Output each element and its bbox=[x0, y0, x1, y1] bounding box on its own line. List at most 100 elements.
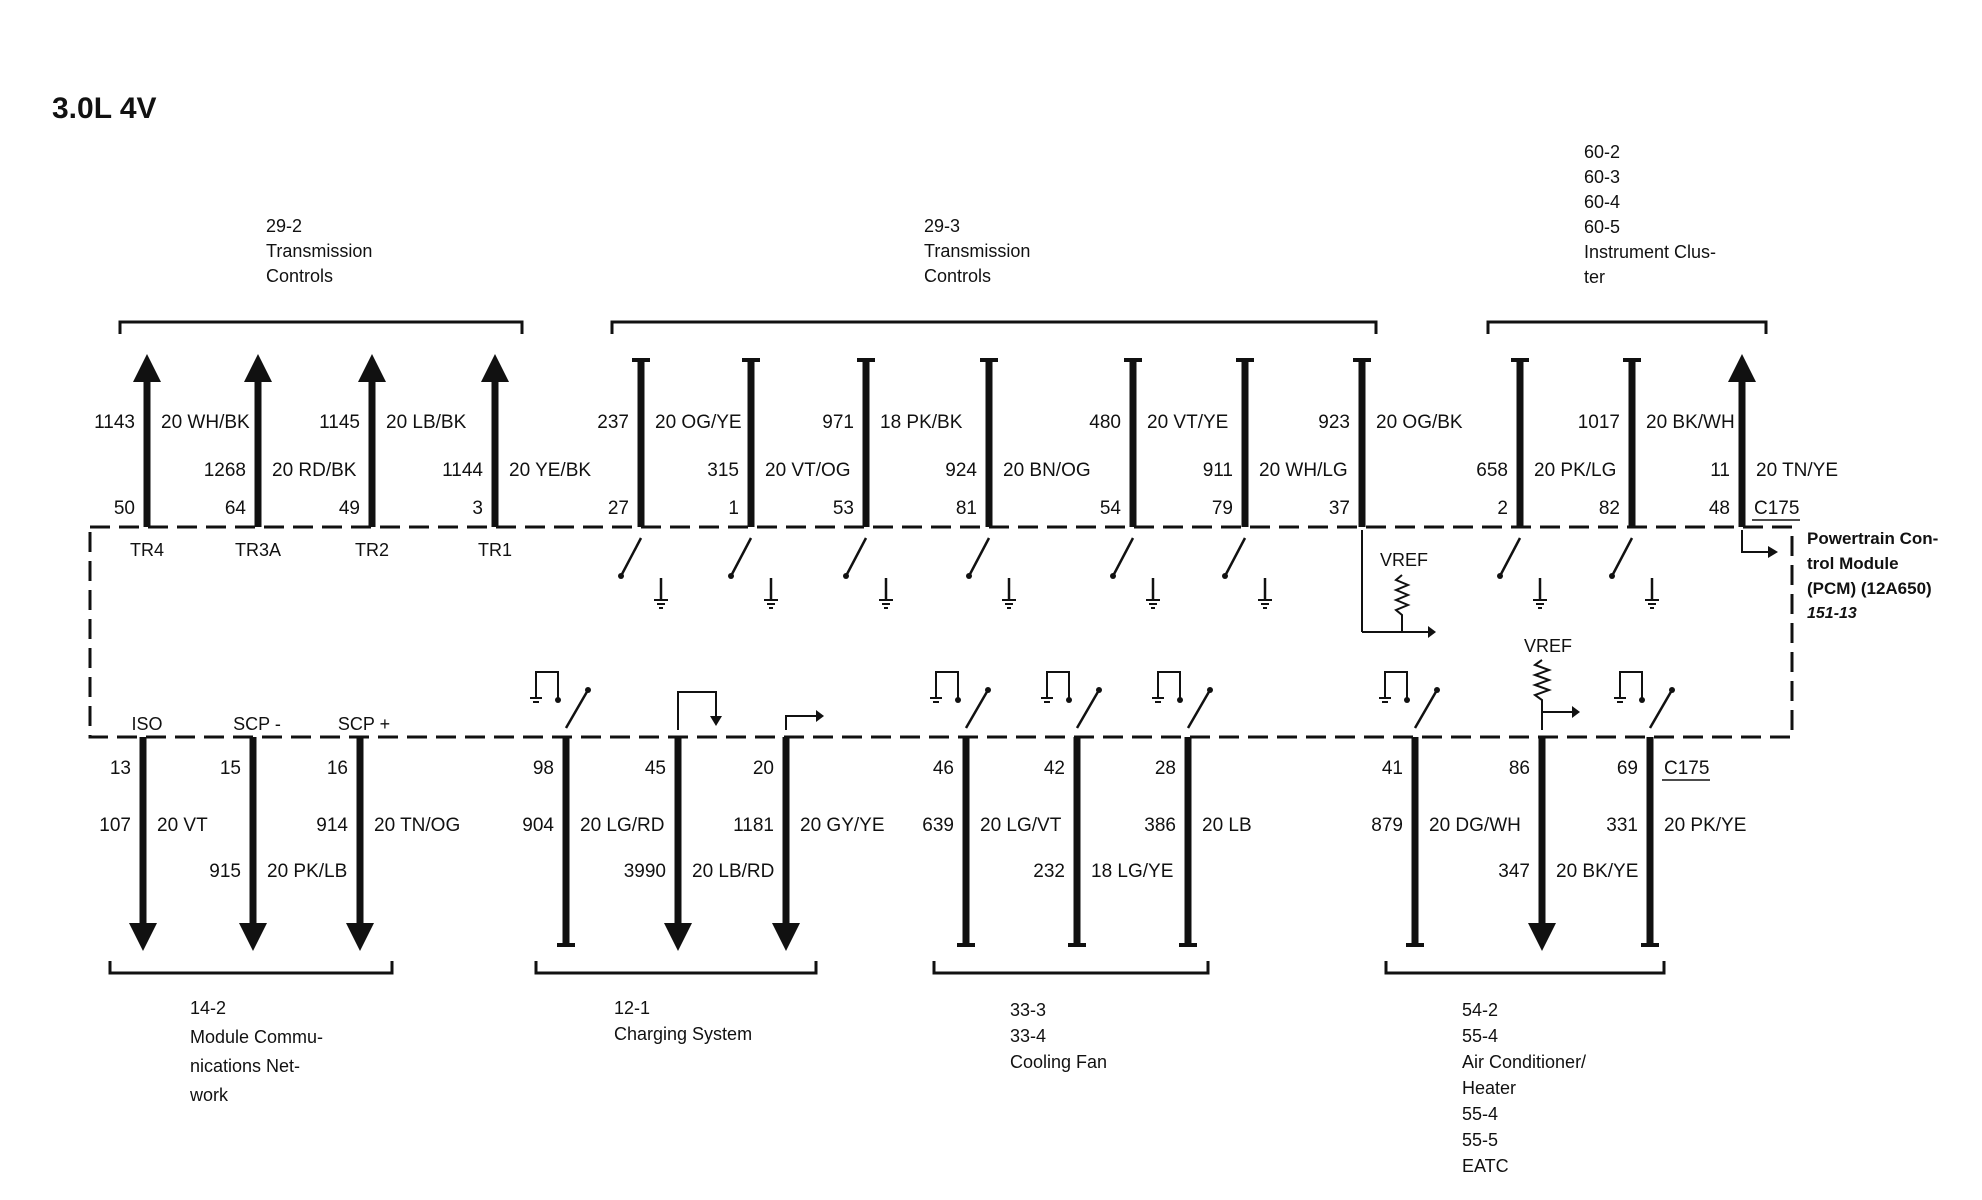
vref-arrow-icon bbox=[1428, 626, 1436, 638]
ground-icon bbox=[1002, 599, 1016, 609]
input-arrow-icon bbox=[710, 716, 722, 726]
group-label-line: 14-2 bbox=[190, 998, 226, 1018]
pin-number: 69 bbox=[1617, 758, 1638, 779]
vref-arrow-icon bbox=[1572, 706, 1580, 718]
wire-color: 20 OG/BK bbox=[1376, 412, 1463, 433]
pin-number: 27 bbox=[608, 498, 629, 519]
circuit-number: 658 bbox=[1476, 460, 1508, 481]
wire-color: 18 LG/YE bbox=[1091, 861, 1173, 882]
signal-name: TR2 bbox=[355, 540, 389, 560]
pin-number: 82 bbox=[1599, 498, 1620, 519]
bottom-wire-42: 232 18 LG/YE 42 bbox=[1033, 671, 1173, 947]
ground-icon bbox=[654, 599, 668, 609]
pin-number: 3 bbox=[472, 498, 483, 519]
wire-color: 20 YE/BK bbox=[509, 460, 591, 481]
circuit-number: 232 bbox=[1033, 861, 1065, 882]
group-label-line: 55-4 bbox=[1462, 1104, 1498, 1124]
ground-icon bbox=[764, 599, 778, 609]
circuit-number: 237 bbox=[597, 412, 629, 433]
wire-color: 20 VT/YE bbox=[1147, 412, 1228, 433]
ground-icon bbox=[879, 599, 893, 609]
wire-color: 20 LB bbox=[1202, 815, 1252, 836]
wire-color: 20 LB/RD bbox=[692, 861, 774, 882]
relay-lead bbox=[1384, 671, 1408, 698]
switch-contact bbox=[985, 687, 991, 693]
group-labels: 29-2TransmissionControls29-3Transmission… bbox=[189, 142, 1716, 1176]
circuit-number: 1017 bbox=[1578, 412, 1620, 433]
group-label-line: 12-1 bbox=[614, 998, 650, 1018]
resistor-icon bbox=[1532, 659, 1552, 730]
connector-c175-bottom: C175 bbox=[1662, 758, 1710, 781]
switch-arm bbox=[1498, 537, 1522, 577]
circuit-number: 331 bbox=[1606, 815, 1638, 836]
wire-color: 20 WH/LG bbox=[1259, 460, 1348, 481]
group-label-line: Cooling Fan bbox=[1010, 1052, 1107, 1072]
group-label-line: Controls bbox=[266, 266, 333, 286]
pin-number: 28 bbox=[1155, 758, 1176, 779]
circuit-number: 1145 bbox=[319, 412, 360, 433]
pin-number: 42 bbox=[1044, 758, 1065, 779]
connector-label: C175 bbox=[1664, 758, 1709, 779]
ground-icon bbox=[1614, 697, 1626, 703]
group-label-line: work bbox=[189, 1085, 229, 1105]
circuit-number: 107 bbox=[99, 815, 131, 836]
relay-lead bbox=[935, 671, 959, 698]
switch-contact bbox=[1207, 687, 1213, 693]
group-label-line: 54-2 bbox=[1462, 1000, 1498, 1020]
group-label-line: Air Conditioner/ bbox=[1462, 1052, 1586, 1072]
pcm-module-outline bbox=[88, 525, 1794, 739]
ground-icon bbox=[1379, 697, 1391, 703]
switch-contact bbox=[1434, 687, 1440, 693]
ground-icon bbox=[1258, 599, 1272, 609]
signal-name: TR1 bbox=[478, 540, 512, 560]
circuit-number: 480 bbox=[1089, 412, 1121, 433]
group-braces bbox=[108, 320, 1768, 975]
pin-number: 2 bbox=[1497, 498, 1508, 519]
group-label-line: Controls bbox=[924, 266, 991, 286]
wire-color: 20 PK/LB bbox=[267, 861, 347, 882]
circuit-number: 923 bbox=[1318, 412, 1350, 433]
switch-arm bbox=[729, 537, 753, 577]
switch-arm bbox=[1648, 689, 1674, 729]
switch-arm bbox=[619, 537, 643, 577]
pcm-module-label: Powertrain Con- trol Module (PCM) (12A65… bbox=[1807, 529, 1938, 622]
switch-arm bbox=[844, 537, 868, 577]
signal-name: SCP - bbox=[233, 714, 281, 734]
wire-color: 20 BN/OG bbox=[1003, 460, 1091, 481]
bottom-brace-3 bbox=[932, 961, 1210, 975]
resistor-icon bbox=[1393, 574, 1411, 632]
ground-icon bbox=[930, 697, 942, 703]
wire-color: 20 RD/BK bbox=[272, 460, 357, 481]
bottom-brace-1 bbox=[108, 961, 394, 975]
pin-number: 37 bbox=[1329, 498, 1350, 519]
group-label-line: Heater bbox=[1462, 1078, 1516, 1098]
circuit-number: 1143 bbox=[94, 412, 135, 433]
pin-number: 45 bbox=[645, 758, 666, 779]
group-label-line: 33-4 bbox=[1010, 1026, 1046, 1046]
switch-arm bbox=[964, 689, 990, 729]
relay-contact bbox=[1066, 697, 1072, 703]
switch-arm bbox=[1610, 537, 1634, 577]
circuit-number: 639 bbox=[922, 815, 954, 836]
ground-icon bbox=[1146, 599, 1160, 609]
group-label-line: Transmission bbox=[266, 241, 372, 261]
relay-lead bbox=[535, 671, 559, 698]
switch-contact bbox=[1609, 573, 1615, 579]
wire-color: 20 TN/OG bbox=[374, 815, 460, 836]
connector-label: C175 bbox=[1754, 498, 1799, 519]
group-label-line: 29-2 bbox=[266, 216, 302, 236]
switch-arm bbox=[967, 537, 991, 577]
